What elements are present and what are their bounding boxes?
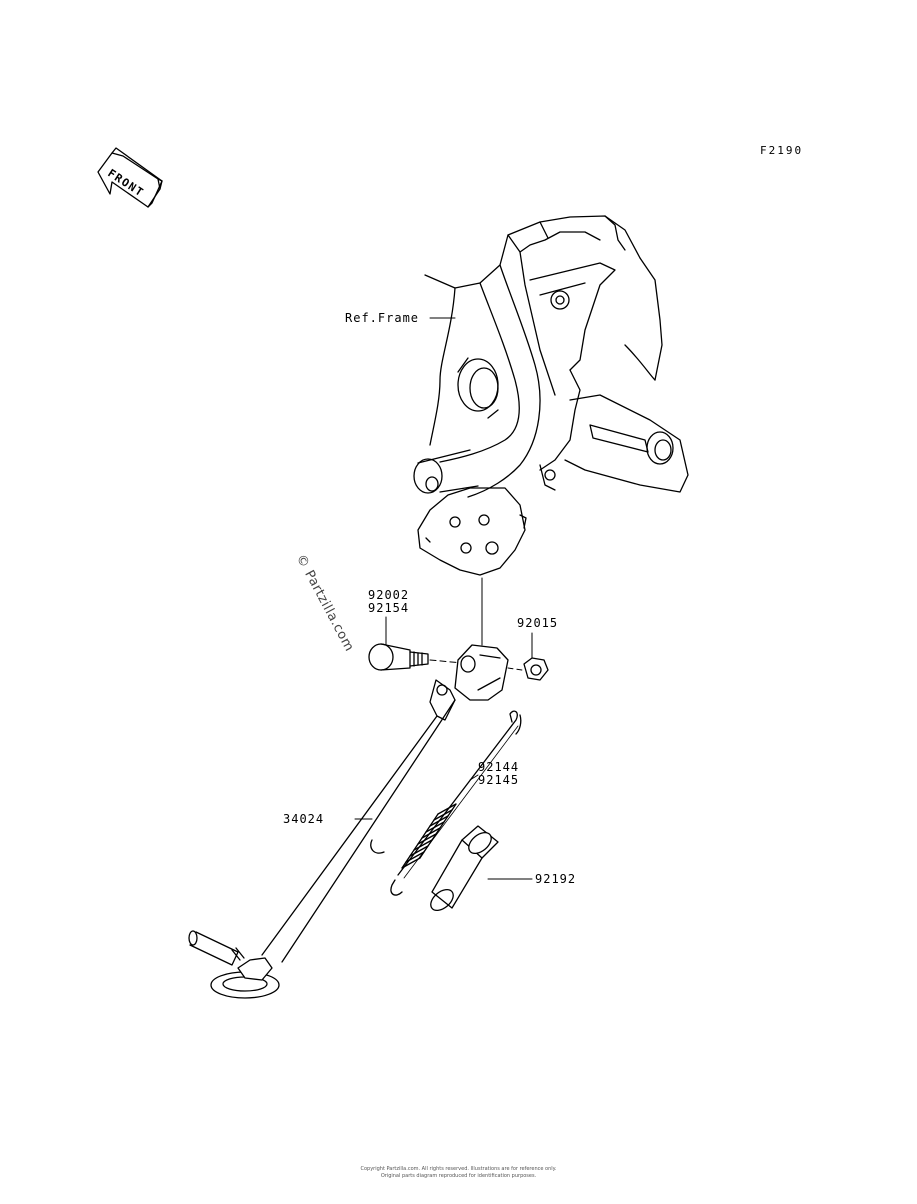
- nut-92015: [523, 657, 549, 681]
- callout-92144: 92144: [478, 760, 520, 774]
- stand-pivot-clevis: [454, 644, 523, 701]
- footer: Copyright Partzilla.com. All rights rese…: [0, 1166, 917, 1180]
- callout-92015: 92015: [517, 616, 559, 630]
- front-arrow-icon: FRONT: [97, 147, 163, 208]
- spring-92144-92145: [390, 710, 522, 896]
- callout-ref-frame: Ref.Frame: [345, 311, 420, 325]
- footer-line-1: Copyright Partzilla.com. All rights rese…: [360, 1166, 557, 1172]
- bolt-92002: [368, 643, 463, 671]
- callout-92154: 92154: [368, 601, 410, 615]
- callout-34024: 34024: [283, 812, 325, 826]
- callout-92192: 92192: [535, 872, 577, 886]
- frame-reference-drawing: [413, 215, 689, 576]
- sleeve-92192: [430, 825, 499, 912]
- callout-92145: 92145: [478, 773, 520, 787]
- figure-code: F2190: [760, 144, 804, 157]
- footer-line-2: Original parts diagram reproduced for id…: [380, 1173, 537, 1179]
- side-stand-34024: [188, 679, 456, 999]
- callout-92002: 92002: [368, 588, 410, 602]
